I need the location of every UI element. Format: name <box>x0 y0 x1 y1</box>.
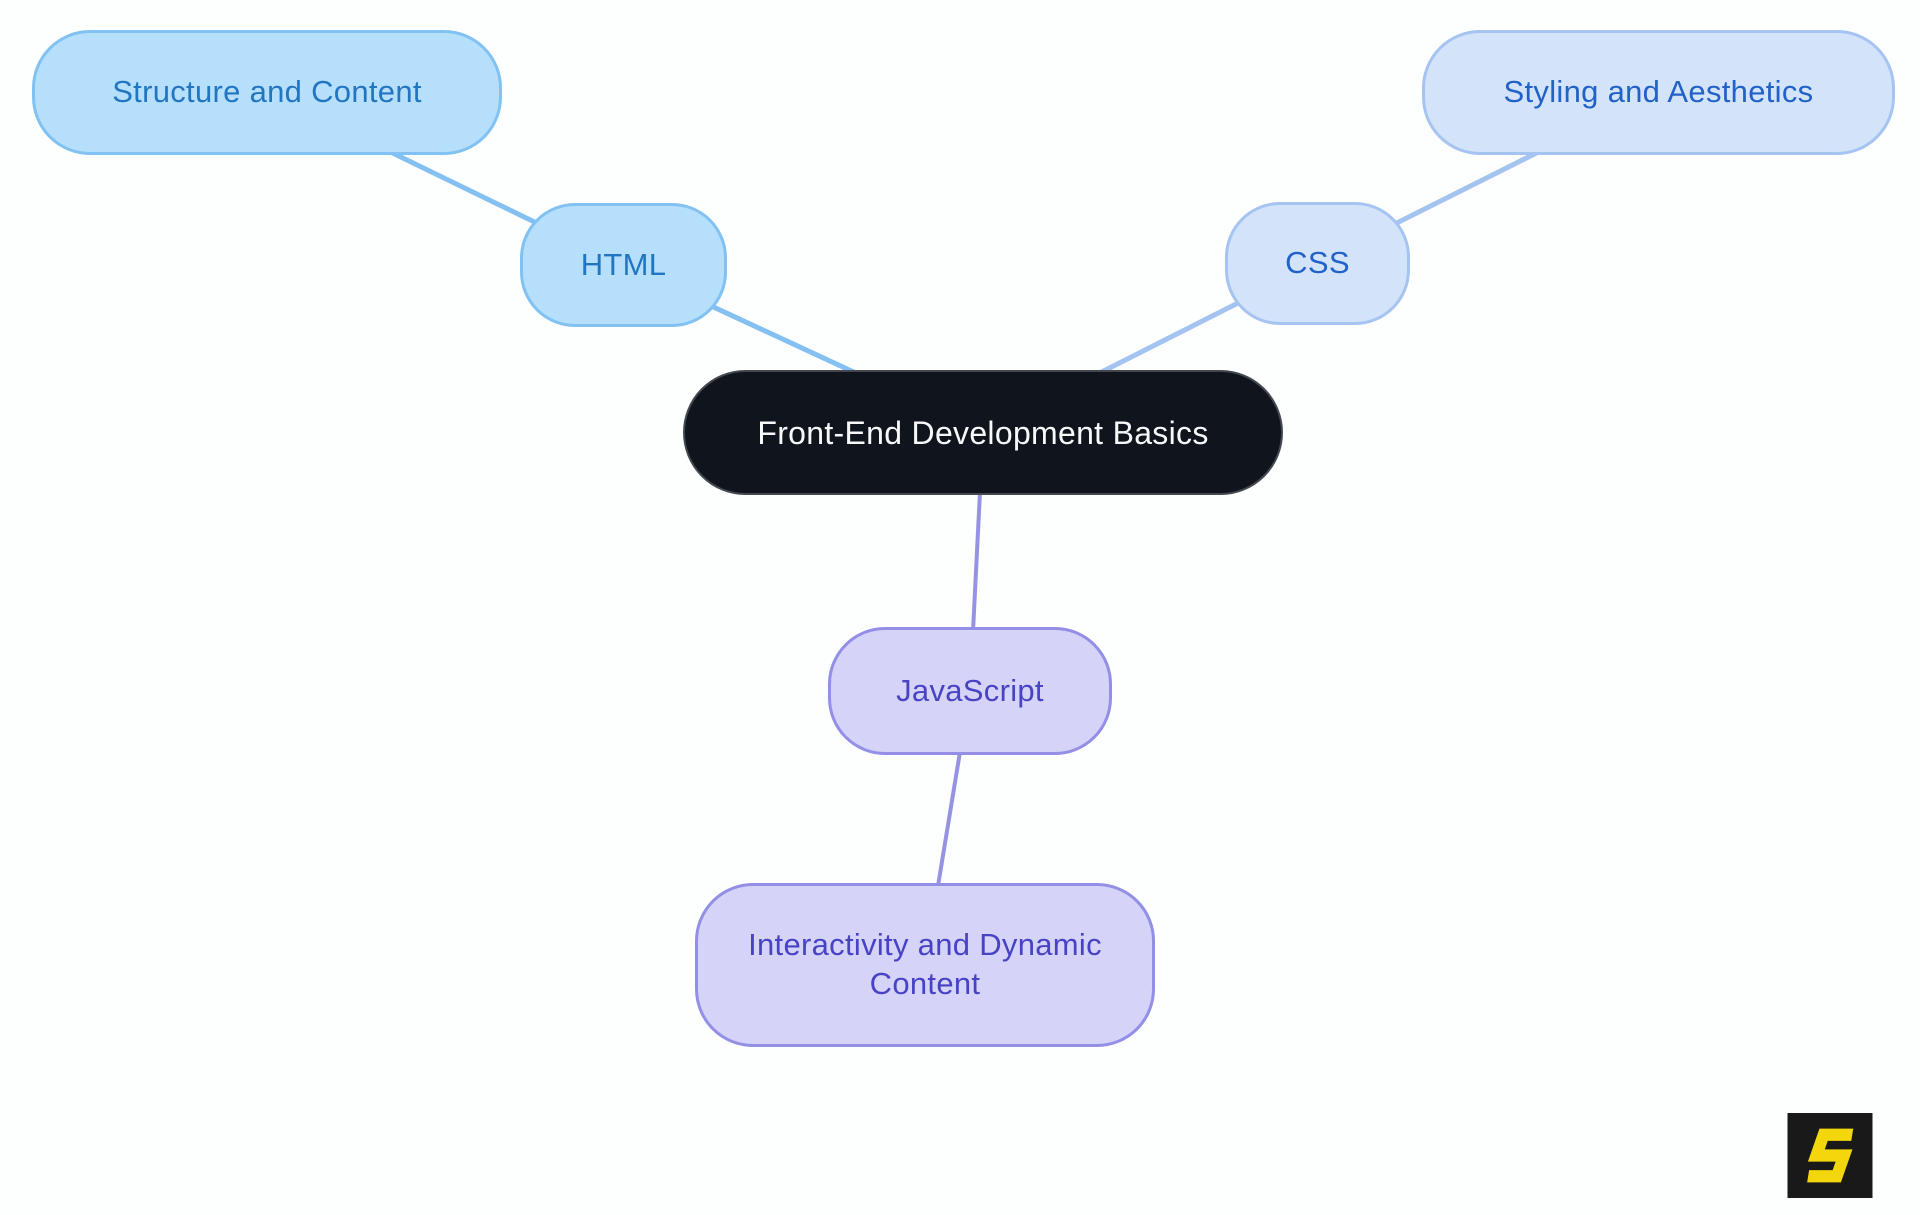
node-css[interactable]: CSS <box>1225 202 1410 325</box>
node-front-end-development-basics-label: Front-End Development Basics <box>757 414 1209 451</box>
node-interactivity-and-dynamic-content-label: Interactivity and Dynamic Content <box>748 927 1102 1001</box>
node-javascript[interactable]: JavaScript <box>828 627 1112 755</box>
node-structure-and-content-label: Structure and Content <box>112 74 422 110</box>
node-styling-and-aesthetics-label: Styling and Aesthetics <box>1503 74 1814 110</box>
node-structure-and-content[interactable]: Structure and Content <box>32 30 502 155</box>
node-javascript-label: JavaScript <box>896 672 1044 708</box>
node-html-label: HTML <box>580 246 667 282</box>
node-interactivity-and-dynamic-content[interactable]: Interactivity and Dynamic Content <box>695 883 1155 1047</box>
node-css-label: CSS <box>1285 245 1350 281</box>
node-styling-and-aesthetics[interactable]: Styling and Aesthetics <box>1422 30 1895 155</box>
node-html[interactable]: HTML <box>520 203 727 327</box>
s-logo-icon <box>1787 1113 1873 1198</box>
node-front-end-development-basics[interactable]: Front-End Development Basics <box>683 370 1283 495</box>
